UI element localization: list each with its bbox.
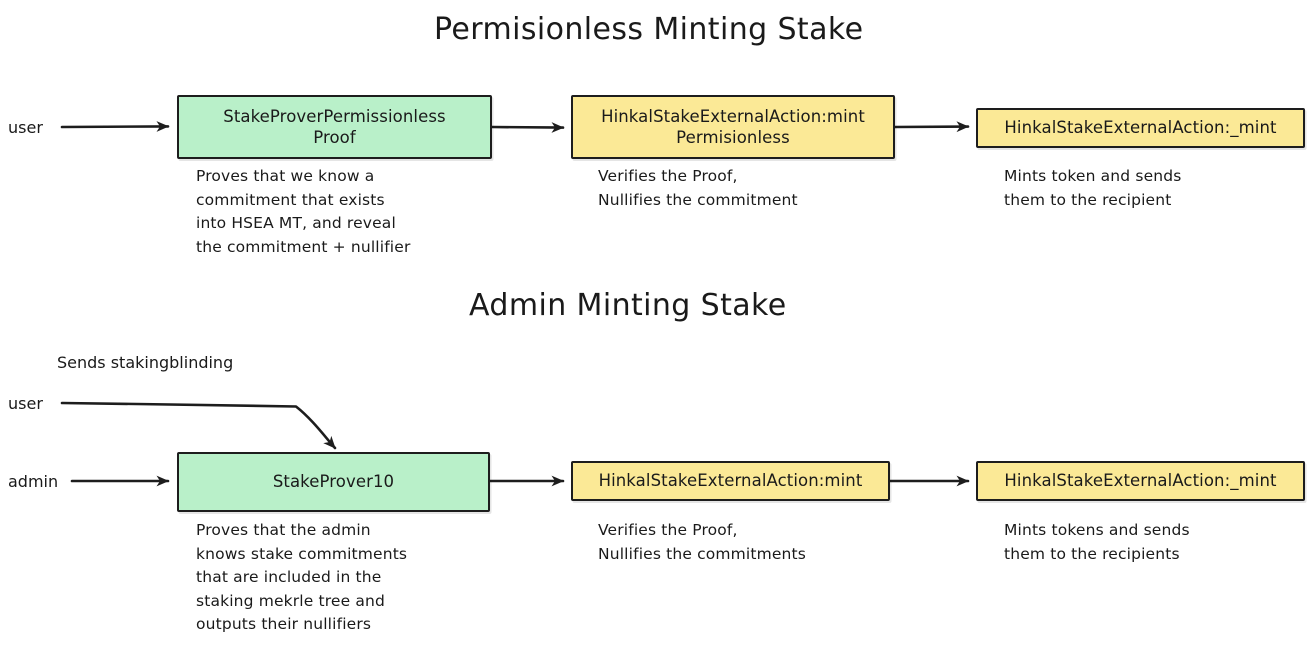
node-hinkalstakeexternalaction-_mint-row2[interactable]: HinkalStakeExternalAction:_mint: [976, 461, 1305, 501]
node-hinkalstakeexternalaction-mint-row2[interactable]: HinkalStakeExternalAction:mint: [571, 461, 890, 501]
actor-label-user-row1: user: [8, 118, 43, 137]
caption-hinkalstakeexternalaction-mint-row2: Verifies the Proof, Nullifies the commit…: [598, 521, 806, 563]
caption-hinkalstakeexternalaction-_mint-row1: Mints token and sends them to the recipi…: [1004, 167, 1182, 209]
node-label-hinkalstakeexternalaction-_mint-row1: HinkalStakeExternalAction:_mint: [1004, 118, 1277, 138]
node-label-stakeprover-permissionless-proof: StakeProverPermissionless Proof: [223, 106, 446, 147]
node-stakeprover10[interactable]: StakeProver10: [177, 452, 490, 512]
section-title-admin: Admin Minting Stake: [469, 288, 787, 323]
node-label-stakeprover10: StakeProver10: [272, 472, 395, 492]
caption-stakeprover-permissionless-proof: Proves that we know a commitment that ex…: [196, 167, 411, 256]
actor-label-admin-row2: admin: [8, 472, 59, 491]
node-label-hinkalstakeexternalaction-mint-row2: HinkalStakeExternalAction:mint: [598, 471, 863, 491]
arrow-user-to-stakeprover10: [60, 401, 337, 450]
arrow-user-to-stakeprover-permissionless: [60, 121, 170, 132]
node-label-hinkalstakeexternalaction-_mint-row2: HinkalStakeExternalAction:_mint: [1004, 471, 1277, 491]
section-title-permisionless: Permisionless Minting Stake: [434, 12, 864, 47]
node-hinkalstakeexternalaction-_mint-row1[interactable]: HinkalStakeExternalAction:_mint: [976, 108, 1305, 148]
caption-stakeprover10: Proves that the admin knows stake commit…: [196, 521, 408, 634]
node-hinkalstakeexternalaction-mint-permisionless[interactable]: HinkalStakeExternalAction:mint Permision…: [571, 95, 895, 159]
caption-hinkalstakeexternalaction-_mint-row2: Mints tokens and sends them to the recip…: [1004, 521, 1190, 563]
actor-label-user-row2: user: [8, 394, 43, 413]
node-label-hinkalstakeexternalaction-mint-permisionless: HinkalStakeExternalAction:mint Permision…: [601, 106, 865, 147]
edge-label-sends-stakingblinding: Sends stakingblinding: [57, 353, 234, 372]
arrow-proof-to-mint-permisionless: [490, 122, 565, 133]
caption-hinkalstakeexternalaction-mint-permisionless: Verifies the Proof, Nullifies the commit…: [598, 167, 798, 209]
node-stakeprover-permissionless-proof[interactable]: StakeProverPermissionless Proof: [177, 95, 492, 159]
